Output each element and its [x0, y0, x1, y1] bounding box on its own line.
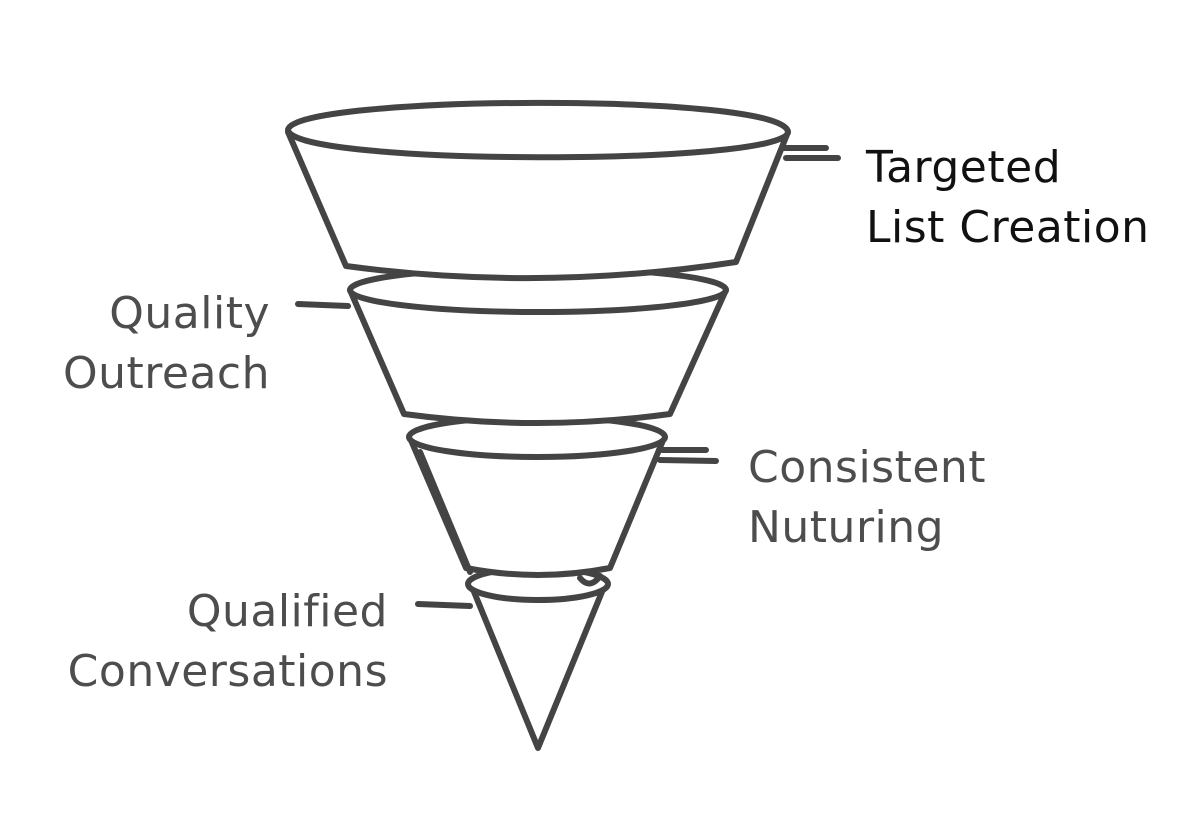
label-stage-3-line-1: Consistent [748, 442, 987, 493]
label-stage-4: Qualified Conversations [68, 582, 388, 702]
leader-line-stage-3 [657, 447, 719, 464]
label-stage-3-line-2: Nuturing [748, 502, 945, 553]
label-stage-2-line-2: Outreach [62, 348, 270, 399]
label-stage-2-line-1: Quality [109, 288, 270, 339]
label-stage-4-line-1: Qualified [186, 586, 388, 637]
funnel-stage-1-shape [285, 99, 791, 282]
leader-line-stage-1 [781, 145, 841, 161]
label-stage-2: Quality Outreach [63, 284, 270, 404]
label-stage-1-line-2: List Creation [866, 202, 1150, 253]
leader-line-stage-2 [295, 301, 351, 309]
label-stage-1-line-1: Targeted [866, 142, 1062, 193]
funnel-stage-4-shape [465, 565, 611, 751]
funnel-stage-2-shape [347, 265, 729, 426]
label-stage-1: Targeted List Creation [866, 138, 1150, 258]
funnel-stage-3-shape [406, 414, 668, 578]
label-stage-3: Consistent Nuturing [748, 438, 986, 558]
leader-line-stage-4 [415, 601, 473, 609]
label-stage-4-line-2: Conversations [67, 646, 388, 697]
